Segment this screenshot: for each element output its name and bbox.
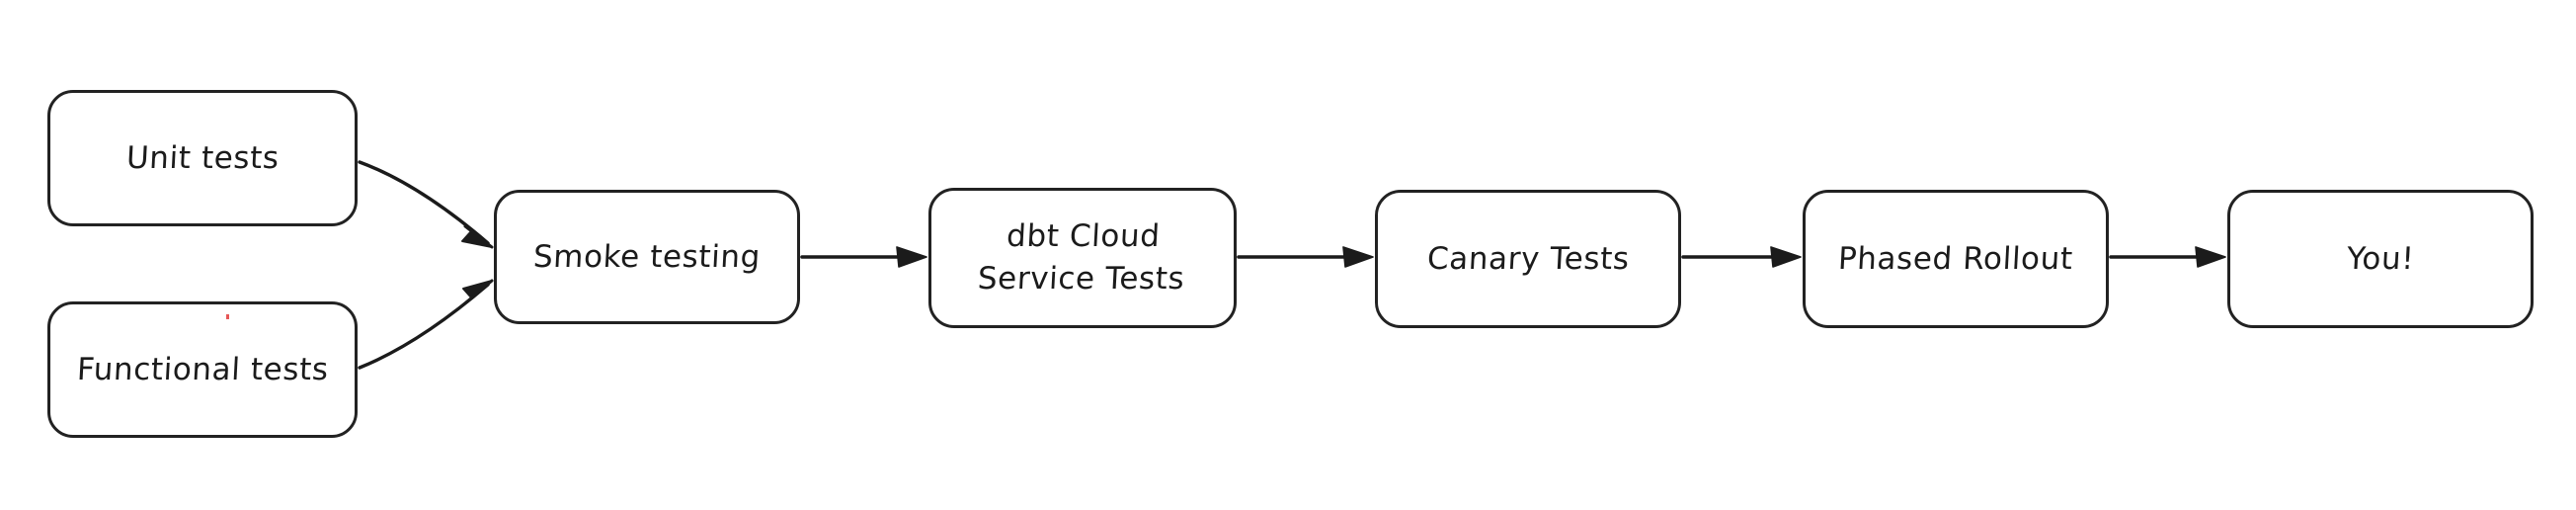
node-unit-tests[interactable]: Unit tests <box>47 90 358 226</box>
arrowhead-barb <box>464 279 494 304</box>
arrowhead <box>1770 246 1802 268</box>
node-label-smoke-testing: Smoke testing <box>532 238 762 275</box>
arrowhead <box>896 246 927 268</box>
node-you[interactable]: You! <box>2227 190 2534 328</box>
node-dbt-cloud-service-tests[interactable]: dbt Cloud Service Tests <box>928 188 1237 328</box>
node-label-you: You! <box>2345 240 2416 277</box>
edge-smoke-to-dbt <box>800 246 927 268</box>
node-phased-rollout[interactable]: Phased Rollout <box>1803 190 2109 328</box>
node-label-canary-tests: Canary Tests <box>1425 240 1631 277</box>
edge-line <box>358 283 490 370</box>
red-speck-artifact <box>226 314 229 319</box>
arrowhead <box>1342 246 1374 268</box>
edge-unit-to-smoke <box>358 160 494 249</box>
edge-phased-to-you <box>2109 246 2226 268</box>
arrowhead <box>2195 246 2226 268</box>
node-smoke-testing[interactable]: Smoke testing <box>494 190 800 324</box>
node-label-unit-tests: Unit tests <box>124 139 281 176</box>
arrowhead-barb <box>463 224 494 249</box>
edge-dbt-to-canary <box>1237 246 1374 268</box>
edge-line <box>358 160 490 245</box>
edge-canary-to-phased <box>1681 246 1802 268</box>
node-label-functional-tests: Functional tests <box>75 351 330 387</box>
node-label-phased-rollout: Phased Rollout <box>1837 240 2074 277</box>
node-functional-tests[interactable]: Functional tests <box>47 301 358 438</box>
edge-functional-to-smoke <box>358 279 494 370</box>
node-canary-tests[interactable]: Canary Tests <box>1375 190 1681 328</box>
node-label-dbt-cloud-service-tests: dbt Cloud Service Tests <box>977 218 1186 297</box>
